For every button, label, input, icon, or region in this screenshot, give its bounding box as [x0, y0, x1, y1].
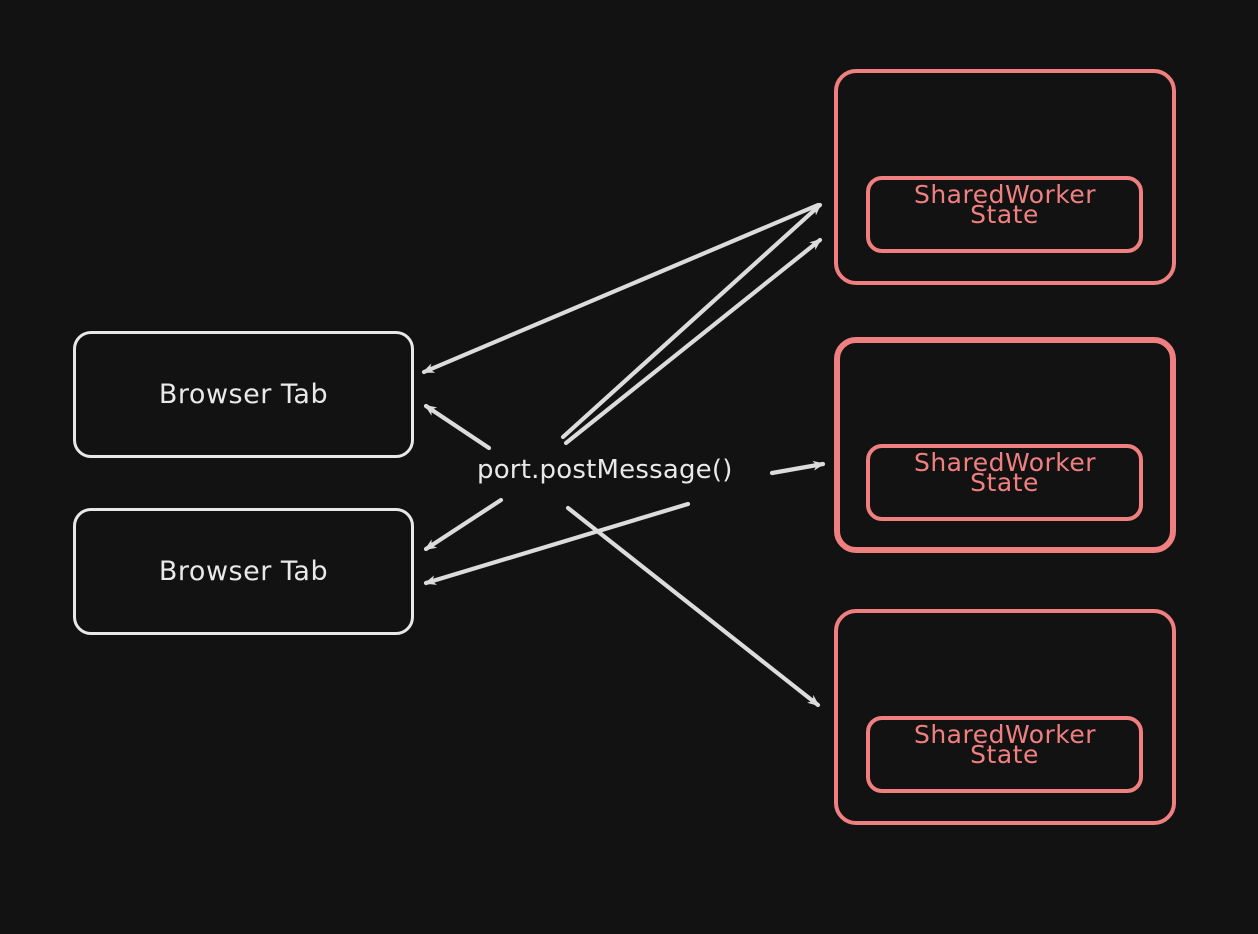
state-box-3[interactable]: State [866, 716, 1143, 793]
arrow-hub-to-tab2 [423, 497, 504, 552]
state-box-2[interactable]: State [866, 444, 1143, 521]
shared-worker-title: SharedWorker [913, 447, 1097, 477]
port-post-message-label: port.postMessage() [477, 455, 733, 485]
shared-worker-node-2[interactable]: SharedWorker [834, 337, 1176, 553]
browser-tab-label: Browser Tab [158, 556, 329, 587]
state-label: State [970, 740, 1039, 769]
arrow-hub-to-worker1-lower [563, 237, 823, 446]
arrow-hub-to-worker2 [769, 460, 826, 476]
arrow-worker-to-tab2 [423, 501, 691, 586]
shared-worker-node-1[interactable]: SharedWorker [834, 69, 1176, 285]
state-label: State [970, 200, 1039, 229]
shared-worker-title: SharedWorker [913, 719, 1097, 749]
browser-tab-node-2[interactable]: Browser Tab [73, 508, 414, 635]
state-box-1[interactable]: State [866, 176, 1143, 253]
browser-tab-node-1[interactable]: Browser Tab [73, 331, 414, 458]
shared-worker-node-3[interactable]: SharedWorker [834, 609, 1176, 825]
arrow-hub-to-worker1-upper [560, 202, 823, 440]
arrow-hub-to-tab1 [423, 403, 492, 451]
arrow-hub-to-worker3 [565, 505, 821, 708]
arrow-worker1-to-tab1 [421, 202, 821, 375]
state-label: State [970, 468, 1039, 497]
shared-worker-title: SharedWorker [913, 179, 1097, 209]
browser-tab-label: Browser Tab [158, 379, 329, 410]
